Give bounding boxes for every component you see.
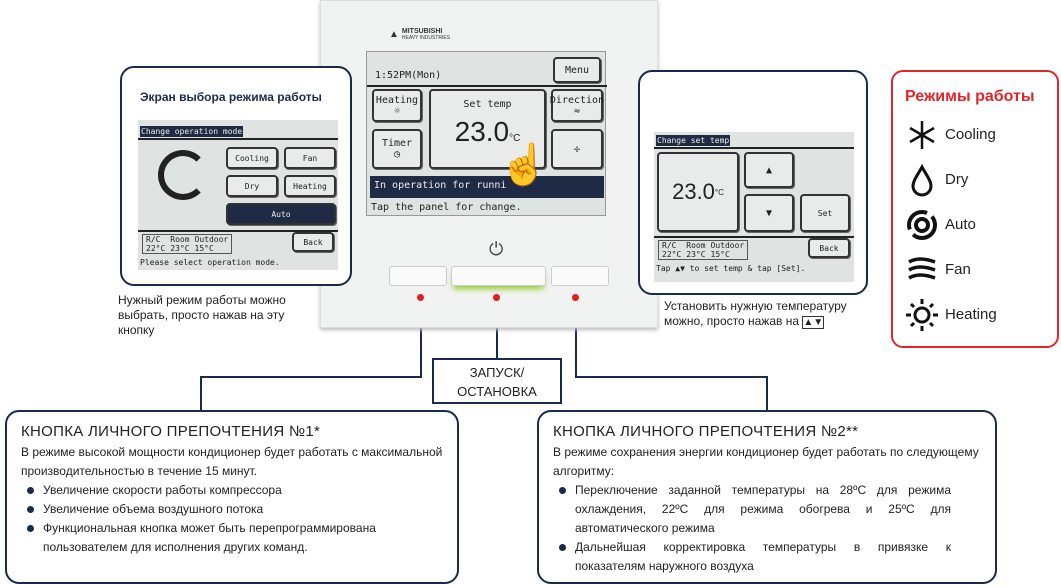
list-item: Функциональная кнопка может быть перепро… xyxy=(21,519,443,557)
mode-heating[interactable]: Heating xyxy=(284,175,336,197)
auto-swirl-icon xyxy=(907,209,937,240)
preference-1-title: КНОПКА ЛИЧНОГО ПРЕПОЧТЕНИЯ №1* xyxy=(21,423,321,440)
power-icon: ⏻ xyxy=(489,239,504,259)
snowflake-icon xyxy=(909,120,935,149)
list-item: Переключение заданной температуры на 28º… xyxy=(553,481,951,538)
list-item: Увеличение скорости работы компрессора xyxy=(21,481,443,500)
menu-button[interactable]: Menu xyxy=(553,57,601,83)
marker-dot xyxy=(493,294,500,301)
fan-speed-button[interactable]: ✢ xyxy=(551,129,603,169)
mode-cooling[interactable]: Cooling xyxy=(226,147,278,169)
status-bar: In operation for runni xyxy=(370,176,604,198)
preference-button-1[interactable] xyxy=(389,266,447,286)
wind-icon xyxy=(908,256,936,280)
sun-icon xyxy=(906,298,938,331)
mode-caption: Нужный режим работы можно выбрать, прост… xyxy=(118,293,286,337)
marker-dot xyxy=(572,294,579,301)
connector xyxy=(200,376,422,378)
arrow-buttons-icon: ▲▼ xyxy=(802,316,825,329)
hand-pointer-icon: ☝ xyxy=(499,143,549,187)
connector xyxy=(420,298,422,378)
connector xyxy=(575,298,577,376)
auto-mode-icon xyxy=(158,150,208,200)
brand-logo: ▲ MITSUBISHI HEAVY INDUSTRIES xyxy=(389,28,451,41)
mode-screen-title: Экран выбора режима работы xyxy=(140,90,322,104)
back-button[interactable]: Back xyxy=(808,238,850,258)
mode-screen-callout: Экран выбора режима работы Change operat… xyxy=(120,66,352,286)
fan-icon: ✢ xyxy=(573,143,581,155)
hint: Tap the panel for change. xyxy=(371,202,522,213)
brand-subtitle: HEAVY INDUSTRIES xyxy=(401,35,451,41)
temp-down-button[interactable]: ▼ xyxy=(744,194,794,232)
legend-item-dry: Dry xyxy=(905,157,1045,202)
preference-2-text: В режиме сохранения энергии кондиционер … xyxy=(553,445,979,478)
connector xyxy=(200,376,202,412)
timer-button[interactable]: Timer◷ xyxy=(372,129,422,169)
modes-legend: Режимы работы Cooling Dry Auto Fan Heati… xyxy=(891,70,1059,348)
legend-item-fan: Fan xyxy=(905,247,1045,292)
legend-item-auto: Auto xyxy=(905,202,1045,247)
clock-icon: ◷ xyxy=(393,149,401,160)
connector xyxy=(575,376,768,378)
mode-dry[interactable]: Dry xyxy=(226,175,278,197)
mode-screen-footer: Please select operation mode. xyxy=(140,258,280,267)
marker-dot xyxy=(417,294,424,301)
direction-button[interactable]: Direction≈ xyxy=(550,89,604,122)
temp-screen-header: Change set temp xyxy=(656,135,731,146)
start-stop-label: ЗАПУСК/ ОСТАНОВКА xyxy=(432,358,562,404)
legend-item-heating: Heating xyxy=(905,292,1045,337)
temp-screen-footer: Tap ▲▼ to set temp & tap [Set]. xyxy=(656,264,806,273)
mode-button[interactable]: Heating☼ xyxy=(372,89,422,122)
set-button[interactable]: Set xyxy=(800,194,850,232)
preference-2-title: КНОПКА ЛИЧНОГО ПРЕПОЧТЕНИЯ №2** xyxy=(553,423,859,440)
temp-display: 23.0°C xyxy=(657,152,739,232)
clock: 1:52PM(Mon) xyxy=(375,70,442,81)
start-stop-button[interactable] xyxy=(451,266,546,286)
mode-screen-header: Change operation mode xyxy=(140,126,244,137)
list-item: Дальнейшая корректировка температуры в п… xyxy=(553,538,951,576)
sun-icon: ☼ xyxy=(393,105,401,117)
legend-item-cooling: Cooling xyxy=(905,112,1045,157)
mode-fan[interactable]: Fan xyxy=(284,147,336,169)
preference-1-box: КНОПКА ЛИЧНОГО ПРЕПОЧТЕНИЯ №1* В режиме … xyxy=(5,410,459,584)
back-button[interactable]: Back xyxy=(292,232,334,252)
legend-title: Режимы работы xyxy=(905,88,1035,105)
preference-button-2[interactable] xyxy=(551,266,609,286)
list-item: Увеличение объема воздушного потока xyxy=(21,500,443,519)
connector xyxy=(766,376,768,412)
remote-controller: ▲ MITSUBISHI HEAVY INDUSTRIES 1:52PM(Mon… xyxy=(320,0,658,328)
temp-caption: Установить нужную температуру можно, про… xyxy=(664,299,847,329)
brand-name: MITSUBISHI xyxy=(401,28,443,35)
preference-1-text: В режиме высокой мощности кондиционер бу… xyxy=(21,445,443,478)
mode-auto[interactable]: Auto xyxy=(226,203,336,225)
drop-icon xyxy=(911,163,933,196)
preference-2-box: КНОПКА ЛИЧНОГО ПРЕПОЧТЕНИЯ №2** В режиме… xyxy=(537,410,997,584)
temp-up-button[interactable]: ▲ xyxy=(744,152,794,188)
connector xyxy=(496,298,498,358)
mode-screen: Change operation mode Cooling Fan Dry He… xyxy=(138,120,338,270)
